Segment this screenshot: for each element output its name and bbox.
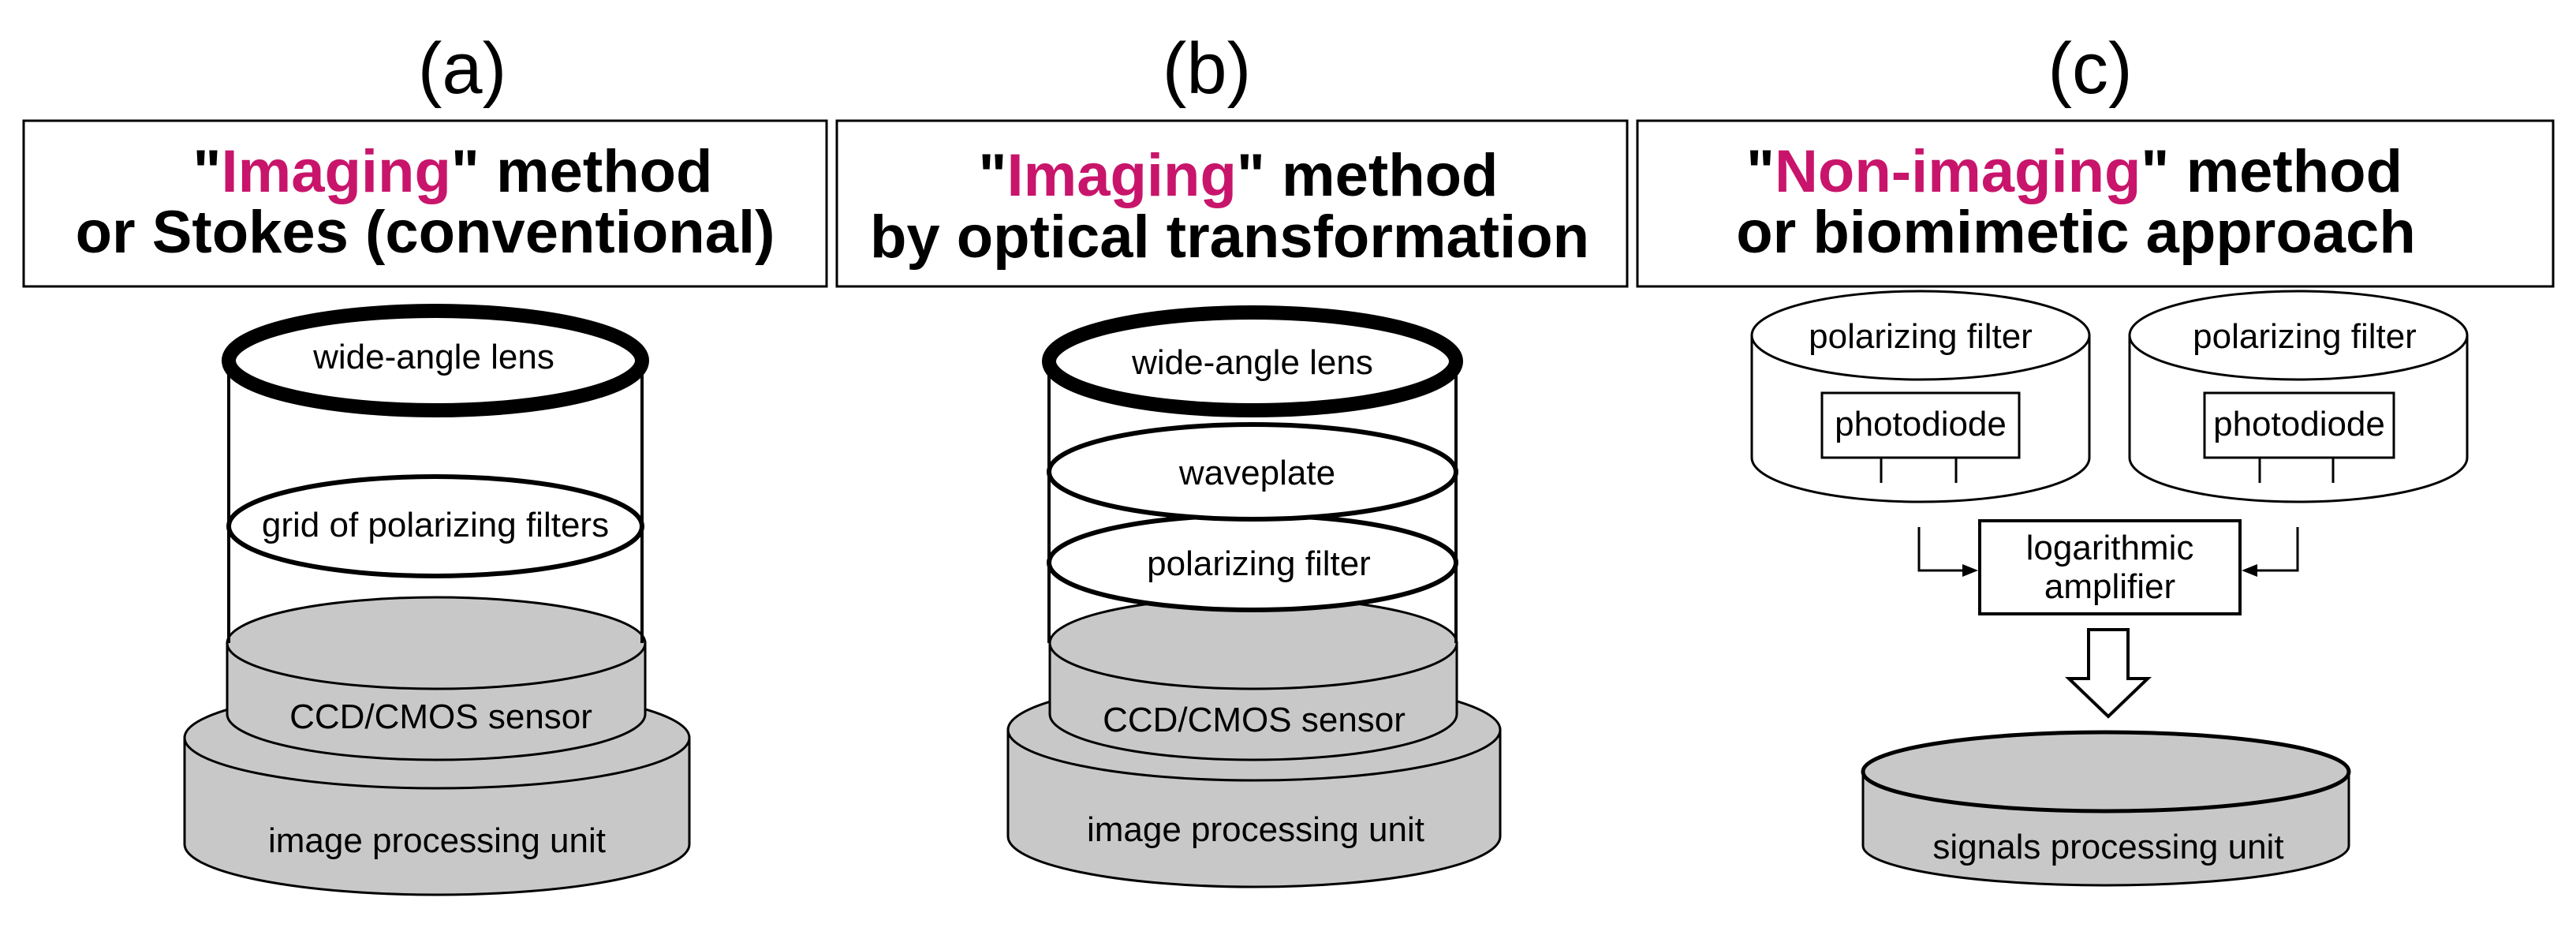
panel-b-title-accent: Imaging (1007, 142, 1237, 209)
panel-c-filter-left: polarizing filter photodiode (1750, 290, 2091, 503)
panel-c-amplifier-line1: logarithmic (2026, 529, 2194, 567)
panel-b-processor-label: image processing unit (1087, 810, 1424, 849)
panel-c-filter-right-label: polarizing filter (2193, 317, 2417, 356)
panel-c-left-connector-arrow (1917, 527, 1978, 577)
panel-a-title-accent: Imaging (222, 138, 451, 205)
panel-a: (a) "Imaging" method or Stokes (conventi… (22, 28, 828, 896)
panel-b-label: (b) (1163, 28, 1251, 109)
panel-c-photodiode-right-label: photodiode (2213, 405, 2385, 443)
panel-a-lens-label: wide-angle lens (312, 338, 554, 376)
panel-a-sensor-label: CCD/CMOS sensor (289, 698, 592, 736)
panel-c-amplifier-line2: amplifier (2044, 567, 2175, 606)
panel-b-title-box (835, 119, 1629, 288)
panel-a-filter-grid-label: grid of polarizing filters (262, 506, 609, 544)
panel-c-label: (c) (2048, 28, 2132, 109)
panel-c-photodiode-left-label: photodiode (1835, 405, 2007, 443)
panel-c-log-amplifier: logarithmic amplifier (1978, 519, 2242, 615)
panel-a-sensor: CCD/CMOS sensor (226, 596, 647, 761)
panel-c-photodiode-left (1820, 391, 2021, 459)
panel-a-lens: wide-angle lens (222, 304, 649, 417)
panel-a-image-processing-unit: image processing unit (183, 686, 691, 896)
panel-b-waveplate-label: waveplate (1178, 454, 1335, 492)
panel-a-title-line1: "Imaging" method (193, 138, 713, 205)
panel-b: (b) "Imaging" method by optical transfor… (835, 28, 1629, 888)
panel-c: (c) "Non-imaging" method or biomimetic a… (1636, 28, 2555, 887)
panel-b-lens-label: wide-angle lens (1131, 343, 1373, 382)
panel-b-title-line2: by optical transformation (870, 204, 1589, 271)
panel-a-label: (a) (418, 28, 506, 109)
panel-c-photodiode-right (2203, 391, 2395, 459)
panel-b-lens: wide-angle lens (1042, 305, 1463, 417)
panel-b-title-line1: "Imaging" method (979, 142, 1499, 209)
panel-c-title-line1: "Non-imaging" method (1746, 138, 2402, 205)
panel-c-filter-right: polarizing filter photodiode (2128, 290, 2469, 503)
panel-c-signals-processing-unit: signals processing unit (1861, 730, 2351, 887)
panel-b-polarizer-label: polarizing filter (1147, 544, 1371, 583)
panel-c-right-connector-arrow (2242, 527, 2299, 577)
panel-c-filter-left-label: polarizing filter (1809, 317, 2033, 356)
panel-a-processor-label: image processing unit (268, 821, 606, 860)
panel-a-title-line2: or Stokes (conventional) (76, 199, 775, 266)
panel-a-filter-grid: grid of polarizing filters (226, 474, 644, 578)
panel-c-down-arrow (2065, 628, 2152, 719)
panel-c-title-line2: or biomimetic approach (1736, 199, 2416, 266)
panel-c-title-box (1636, 119, 2555, 288)
panel-b-polarizer: polarizing filter (1047, 513, 1458, 612)
panel-b-sensor: CCD/CMOS sensor (1048, 596, 1458, 761)
panel-a-title-box (22, 119, 828, 288)
panel-b-sensor-label: CCD/CMOS sensor (1103, 701, 1406, 739)
panel-c-processor-label: signals processing unit (1932, 828, 2283, 866)
panel-c-title-accent: Non-imaging (1775, 138, 2141, 205)
panel-b-waveplate: waveplate (1047, 422, 1458, 522)
